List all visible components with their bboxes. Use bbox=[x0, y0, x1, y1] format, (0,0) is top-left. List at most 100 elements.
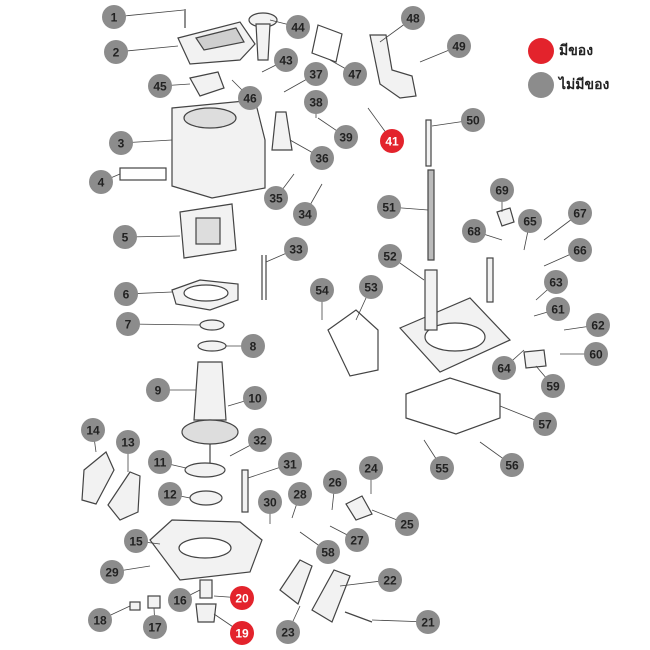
legend-out-of-stock-label: ไม่มีของ bbox=[559, 76, 610, 92]
callout-dot-34 bbox=[293, 202, 317, 226]
callout-number-21: 21 bbox=[421, 616, 435, 630]
callout-dot-45 bbox=[148, 74, 172, 98]
switch-plate-part bbox=[189, 71, 225, 97]
callout-dot-24 bbox=[359, 456, 383, 480]
callout-number-14: 14 bbox=[86, 424, 100, 438]
callout-number-54: 54 bbox=[315, 284, 329, 298]
callout-number-4: 4 bbox=[98, 176, 105, 190]
callout-number-24: 24 bbox=[364, 462, 378, 476]
callout-12: 12 bbox=[158, 482, 182, 506]
callout-number-22: 22 bbox=[383, 574, 397, 588]
callout-number-66: 66 bbox=[573, 244, 587, 258]
callout-dot-20 bbox=[230, 586, 254, 610]
red-dot-icon bbox=[528, 38, 554, 64]
callout-35: 35 bbox=[264, 186, 288, 210]
callout-number-34: 34 bbox=[298, 208, 312, 222]
callout-dot-58 bbox=[316, 540, 340, 564]
callout-number-65: 65 bbox=[523, 215, 537, 229]
callout-number-12: 12 bbox=[163, 488, 177, 502]
callout-number-51: 51 bbox=[382, 201, 396, 215]
callout-number-63: 63 bbox=[549, 276, 563, 290]
callout-number-15: 15 bbox=[129, 535, 143, 549]
callout-59: 59 bbox=[541, 374, 565, 398]
callout-9: 9 bbox=[146, 378, 170, 402]
callout-number-53: 53 bbox=[364, 281, 378, 295]
callout-50: 50 bbox=[461, 108, 485, 132]
callout-43: 43 bbox=[274, 48, 298, 72]
callout-dot-55 bbox=[430, 456, 454, 480]
callout-number-52: 52 bbox=[383, 250, 397, 264]
callout-57: 57 bbox=[533, 412, 557, 436]
callout-dot-8 bbox=[241, 334, 265, 358]
leader-line-7 bbox=[127, 323, 201, 326]
callout-number-38: 38 bbox=[309, 96, 323, 110]
callout-dot-66 bbox=[568, 238, 592, 262]
callout-49: 49 bbox=[447, 34, 471, 58]
callout-36: 36 bbox=[310, 146, 334, 170]
callout-69: 69 bbox=[490, 178, 514, 202]
brush-holder-part bbox=[271, 111, 293, 151]
switch-bracket-part bbox=[369, 34, 417, 99]
callout-46: 46 bbox=[238, 86, 262, 110]
callout-number-47: 47 bbox=[348, 68, 362, 82]
callout-number-1: 1 bbox=[111, 11, 118, 25]
callout-26: 26 bbox=[323, 470, 347, 494]
callout-dot-44 bbox=[286, 15, 310, 39]
depth-stop-part bbox=[523, 349, 547, 369]
callout-number-39: 39 bbox=[339, 131, 353, 145]
callout-dot-38 bbox=[304, 90, 328, 114]
callout-45: 45 bbox=[148, 74, 172, 98]
callout-number-19: 19 bbox=[235, 627, 249, 641]
callout-dot-25 bbox=[395, 512, 419, 536]
callout-47: 47 bbox=[343, 62, 367, 86]
callout-51: 51 bbox=[377, 195, 401, 219]
pin-part bbox=[129, 601, 141, 611]
callout-number-43: 43 bbox=[279, 54, 293, 68]
callout-dot-19 bbox=[230, 621, 254, 645]
callout-number-18: 18 bbox=[93, 614, 107, 628]
callout-number-36: 36 bbox=[315, 152, 329, 166]
callout-29: 29 bbox=[100, 560, 124, 584]
callout-60: 60 bbox=[584, 342, 608, 366]
callout-dot-52 bbox=[378, 244, 402, 268]
guide-post-part bbox=[424, 269, 438, 331]
callout-dot-2 bbox=[104, 40, 128, 64]
handle-part bbox=[279, 559, 313, 605]
callout-number-41: 41 bbox=[385, 135, 399, 149]
callout-number-49: 49 bbox=[452, 40, 466, 54]
callout-dot-32 bbox=[248, 428, 272, 452]
callout-8: 8 bbox=[241, 334, 265, 358]
spring-part bbox=[427, 169, 435, 261]
part-drawings bbox=[81, 9, 547, 623]
callout-dot-54 bbox=[310, 278, 334, 302]
callout-34: 34 bbox=[293, 202, 317, 226]
callout-dot-59 bbox=[541, 374, 565, 398]
callout-dot-60 bbox=[584, 342, 608, 366]
callout-dot-22 bbox=[378, 568, 402, 592]
callout-dot-53 bbox=[359, 275, 383, 299]
callout-dot-18 bbox=[88, 608, 112, 632]
callout-dot-62 bbox=[586, 313, 610, 337]
callout-dot-39 bbox=[334, 125, 358, 149]
callout-4: 4 bbox=[89, 170, 113, 194]
callout-number-7: 7 bbox=[125, 318, 132, 332]
callout-17: 17 bbox=[143, 615, 167, 639]
callout-dot-51 bbox=[377, 195, 401, 219]
callout-21: 21 bbox=[416, 610, 440, 634]
callout-14: 14 bbox=[81, 418, 105, 442]
callout-number-31: 31 bbox=[283, 458, 297, 472]
callout-number-25: 25 bbox=[400, 518, 414, 532]
callout-dot-16 bbox=[168, 588, 192, 612]
callout-62: 62 bbox=[586, 313, 610, 337]
callout-number-10: 10 bbox=[248, 392, 262, 406]
chip-guard-part bbox=[327, 309, 379, 377]
callout-number-13: 13 bbox=[121, 436, 135, 450]
callout-number-67: 67 bbox=[573, 207, 587, 221]
callout-31: 31 bbox=[278, 452, 302, 476]
callout-dot-31 bbox=[278, 452, 302, 476]
callout-dot-5 bbox=[113, 225, 137, 249]
rod-part bbox=[425, 119, 432, 167]
washer-part bbox=[184, 462, 226, 478]
callout-20: 20 bbox=[230, 586, 254, 610]
callout-dot-33 bbox=[284, 237, 308, 261]
